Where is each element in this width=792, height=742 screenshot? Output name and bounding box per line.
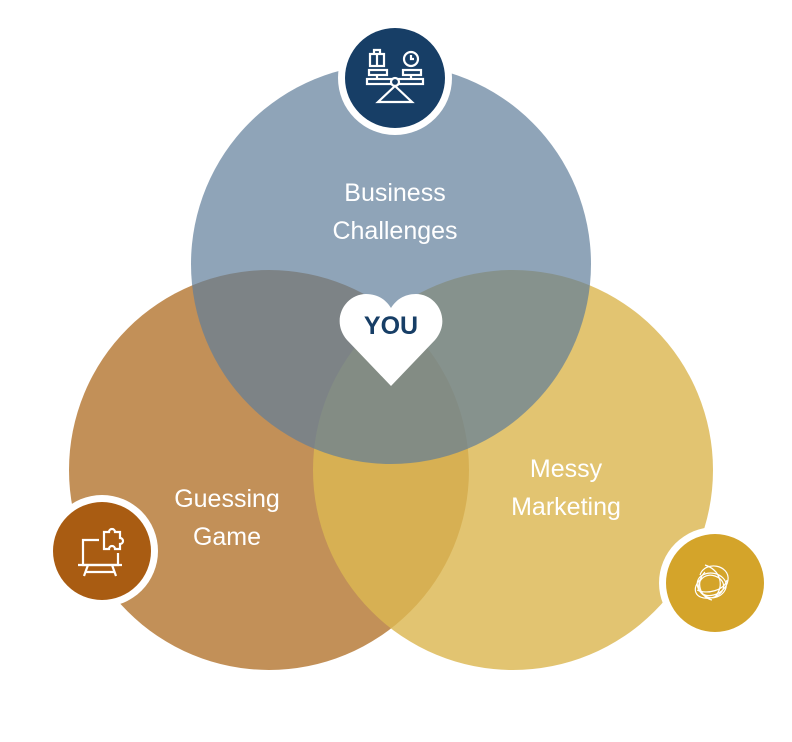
label-guessing-game: Guessing Game: [117, 480, 337, 556]
label-line: Challenges: [332, 217, 458, 245]
label-line: Business: [344, 179, 446, 207]
presentation-puzzle-icon: [46, 495, 158, 607]
tangled-scribble-icon: [659, 527, 771, 639]
label-messy-marketing: Messy Marketing: [456, 450, 676, 526]
heart-icon: [339, 294, 443, 386]
label-line: Marketing: [511, 493, 621, 521]
circle-business-challenges: [191, 64, 591, 464]
label-line: Game: [192, 523, 262, 551]
label-line: Messy: [529, 455, 603, 483]
label-business-challenges: Business Challenges: [285, 174, 505, 250]
label-line: Guessing: [174, 485, 280, 513]
scale-balance-icon: [338, 21, 452, 135]
center-label-you: YOU: [363, 312, 419, 340]
